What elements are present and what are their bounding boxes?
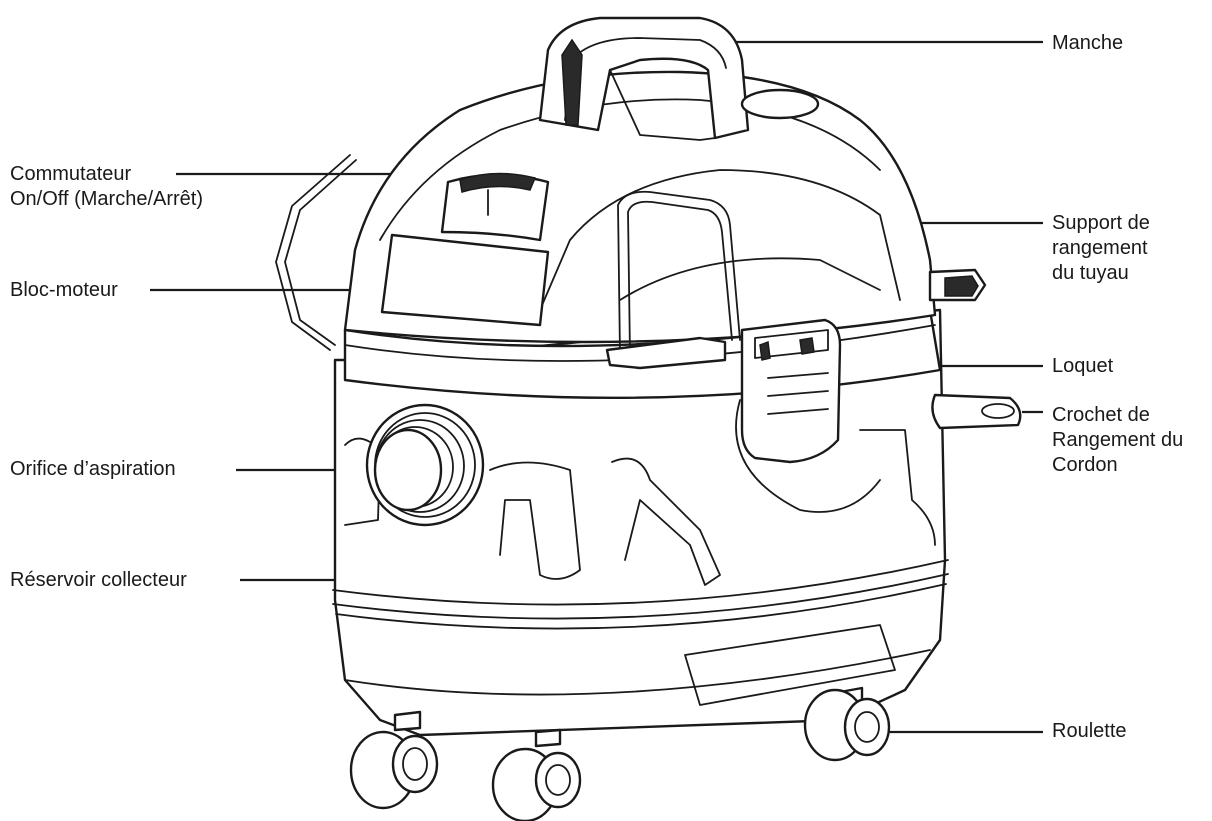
hose-rack-left <box>284 159 357 346</box>
label-support-line1: Support de <box>1052 212 1150 234</box>
suction-inlet <box>365 403 485 527</box>
caster-right <box>803 686 891 762</box>
label-bloc-moteur: Bloc-moteur <box>10 278 118 303</box>
label-roulette-text: Roulette <box>1052 720 1127 742</box>
label-crochet-line2: Rangement du <box>1052 429 1184 451</box>
label-reservoir: Réservoir collecteur <box>10 568 187 593</box>
cord-hook <box>931 393 1022 430</box>
label-loquet: Loquet <box>1052 354 1113 379</box>
label-manche: Manche <box>1052 31 1123 56</box>
label-crochet-line1: Crochet de <box>1052 404 1150 426</box>
label-crochet: Crochet de Rangement du Cordon <box>1052 403 1183 478</box>
label-support: Support de rangement du tuyau <box>1052 211 1150 286</box>
label-commutateur-line1: Commutateur <box>10 163 132 185</box>
label-reservoir-text: Réservoir collecteur <box>10 569 187 591</box>
top-cap <box>740 88 820 120</box>
label-loquet-text: Loquet <box>1052 355 1114 377</box>
label-manche-text: Manche <box>1052 32 1124 54</box>
label-roulette: Roulette <box>1052 719 1127 744</box>
caster-middle <box>491 728 582 821</box>
hose-rack-front <box>617 190 741 356</box>
label-commutateur: Commutateur On/Off (Marche/Arrêt) <box>10 162 203 212</box>
label-support-line3: du tuyau <box>1052 262 1129 284</box>
label-orifice: Orifice d’aspiration <box>10 457 176 482</box>
label-commutateur-line2: On/Off (Marche/Arrêt) <box>10 188 204 210</box>
label-bloc-moteur-text: Bloc-moteur <box>10 279 118 301</box>
caster-left <box>349 710 439 810</box>
label-support-line2: rangement <box>1052 237 1148 259</box>
label-crochet-line3: Cordon <box>1052 454 1118 476</box>
vacuum-body <box>275 16 1022 821</box>
label-orifice-text: Orifice d’aspiration <box>10 458 176 480</box>
motor-window <box>380 233 550 327</box>
carry-handle[interactable] <box>538 16 750 140</box>
